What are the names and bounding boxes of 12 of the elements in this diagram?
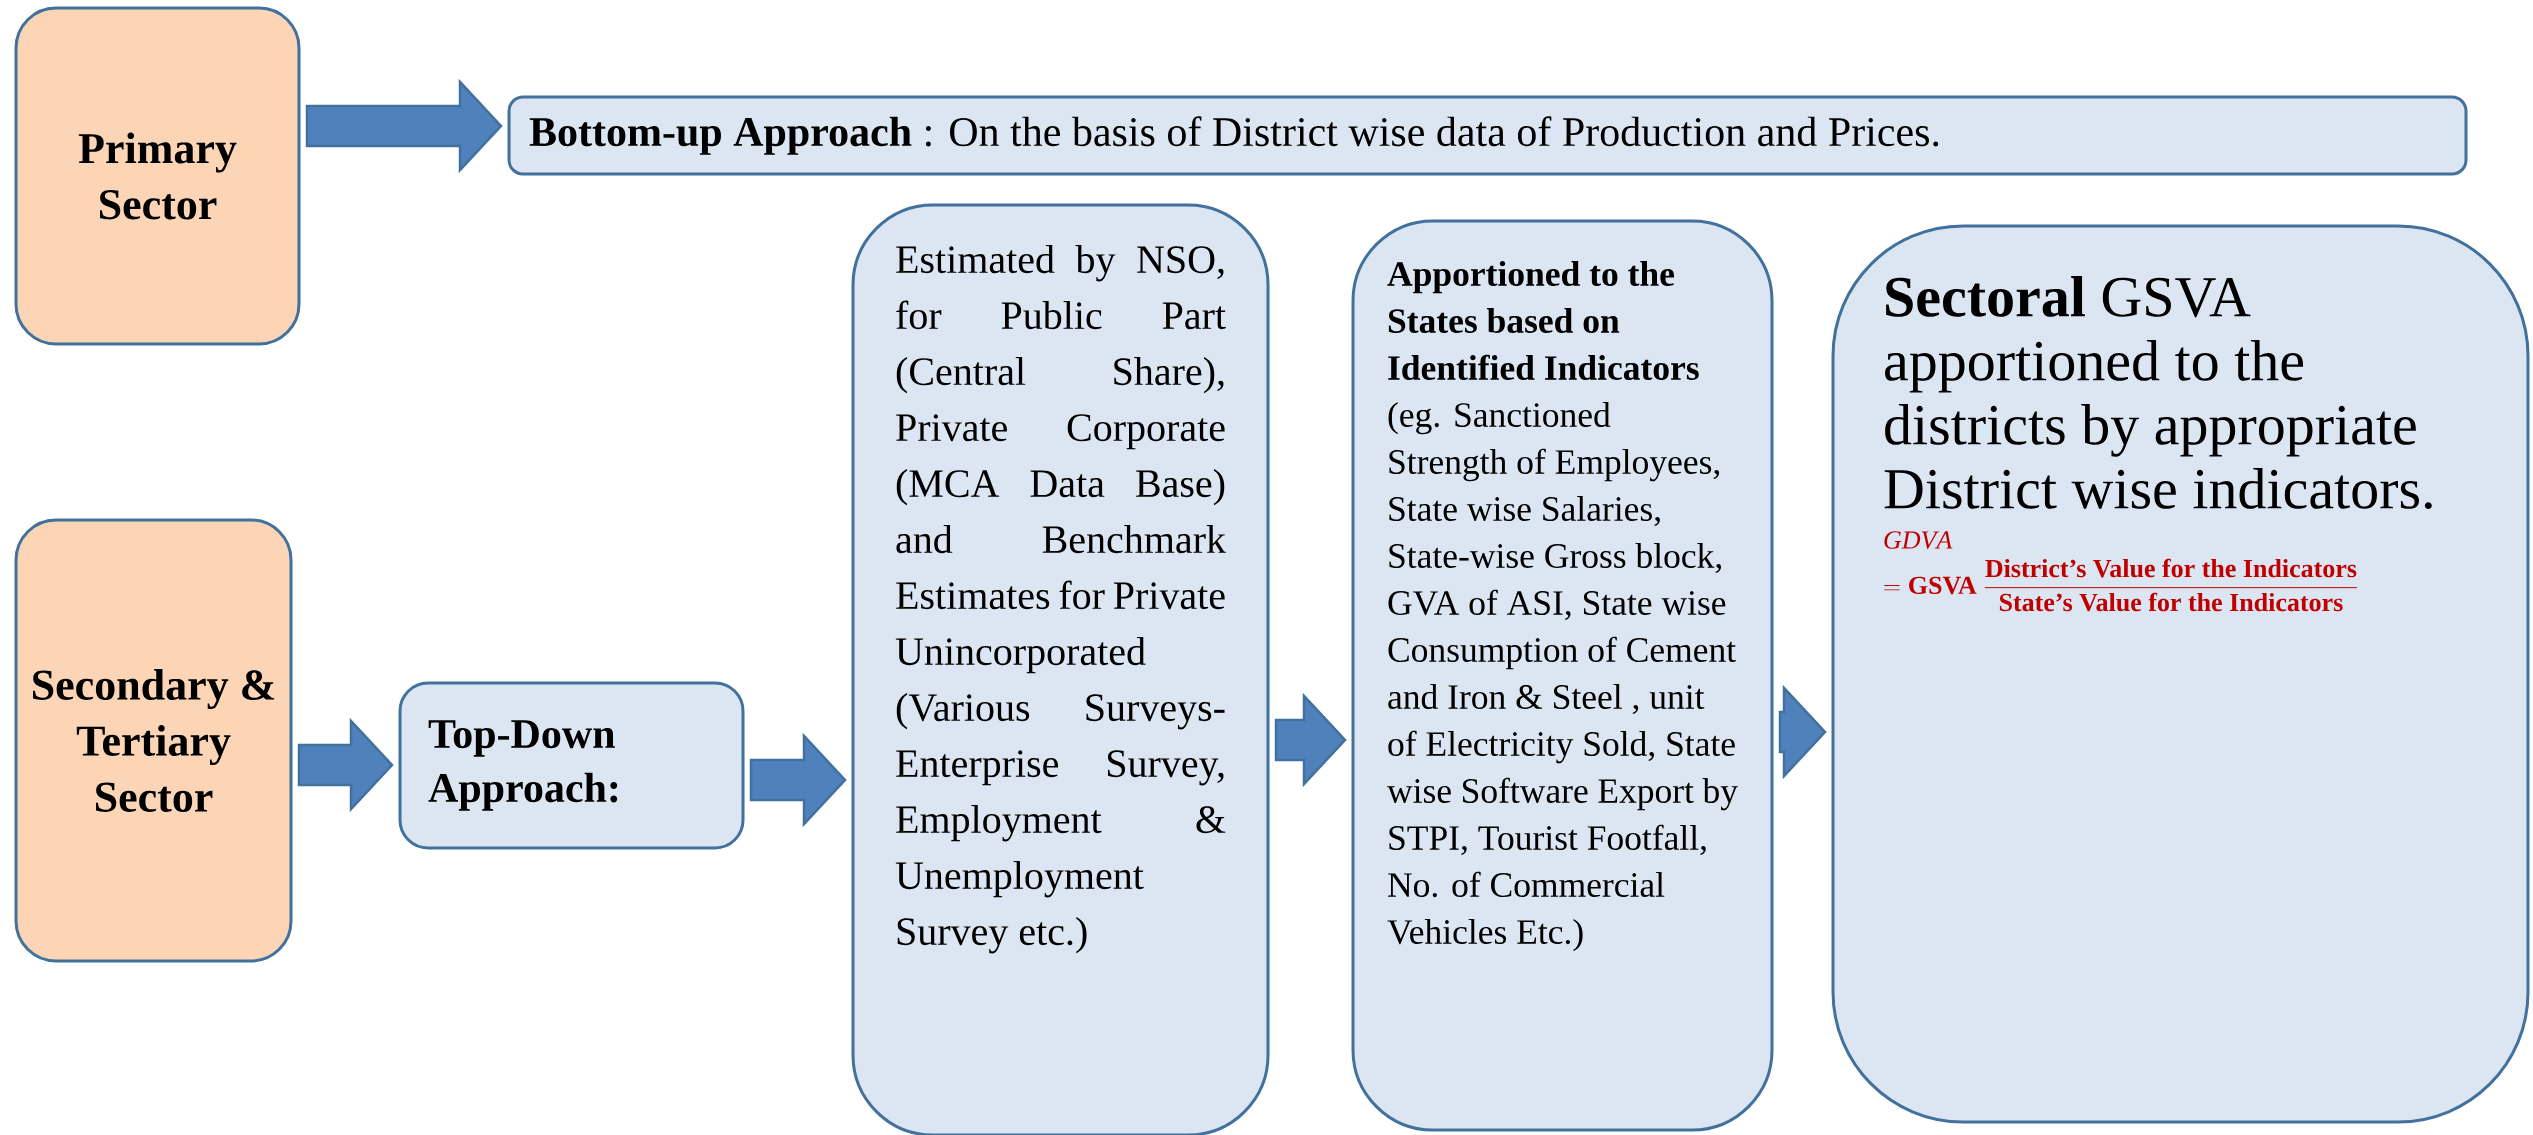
block-arrow xyxy=(1778,684,1827,780)
block-arrow xyxy=(297,717,394,813)
process-box: Sectoral GSVA apportioned to the districts by appropriate District wise indicators. $\begin{array}{@{}l@{}}\mathit{GDVA}\\=\textbf{GSVA}\;\dfrac{\textbf{District's Value for the Indicators}}{\textbf{State's Value for the Indicators}}\end{array}$ xyxy=(1831,224,2530,1124)
approach-box: Bottom-up Approach : On the basis of District wise data of Production and Prices. xyxy=(507,95,2468,176)
process-box: Estimated by NSO, for Public Part (Central Share), Private Corporate (MCA Data Base) and Benchmark Estimates for Private Unincorporated (Various Surveys- Enterprise Survey, Employment & Unemployment Survey etc.) xyxy=(851,203,1270,1135)
process-box: Apportioned to the States based on Identified Indicators (eg. Sanctioned Strength of Employees, State wise Salaries, State-wise Gross block, GVA of ASI, State wise Consumption of Cement and Iron & Steel , unit of Electricity Sold, State wise Software Export by STPI, Tourist Footfall, No. of Commercial Vehicles Etc.) xyxy=(1351,219,1774,1132)
approach-box: Top-Down Approach: xyxy=(398,681,745,850)
sector-box: Primary Sector xyxy=(14,6,301,346)
sector-box: Secondary & Tertiary Sector xyxy=(14,518,293,963)
block-arrow xyxy=(305,78,503,174)
block-arrow xyxy=(1274,692,1347,788)
block-arrow xyxy=(749,732,847,828)
